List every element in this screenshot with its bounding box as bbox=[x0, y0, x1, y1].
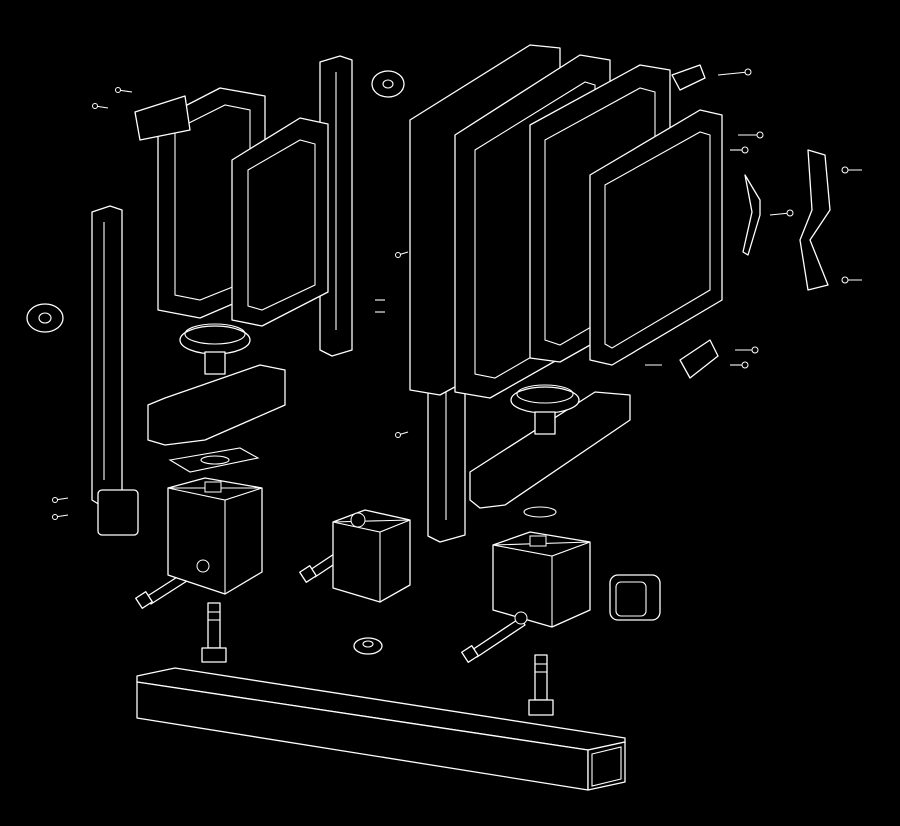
front-standard-base bbox=[147, 364, 286, 473]
ground-glass-frame bbox=[529, 64, 723, 366]
latch-plate bbox=[799, 149, 831, 291]
nut bbox=[353, 637, 383, 655]
bolt-right bbox=[528, 654, 554, 716]
rail-clamp-middle bbox=[332, 509, 411, 603]
knurled-knob-top bbox=[371, 70, 405, 98]
spring-clip bbox=[134, 95, 191, 141]
screws bbox=[52, 68, 862, 520]
rear-knob bbox=[510, 384, 580, 435]
front-post-left bbox=[91, 205, 139, 536]
rear-standard-base bbox=[469, 391, 631, 518]
front-lens-frame bbox=[157, 87, 329, 327]
locking-bolt-right bbox=[461, 617, 526, 663]
front-knob bbox=[179, 323, 251, 375]
knurled-knob-left bbox=[26, 303, 64, 333]
hinge-plate bbox=[671, 64, 719, 379]
rail-clamp-rear bbox=[492, 531, 591, 628]
rail-clamp-front bbox=[167, 477, 263, 595]
lever bbox=[742, 174, 761, 256]
end-cap bbox=[609, 574, 661, 621]
bolt-left bbox=[201, 602, 227, 663]
monorail bbox=[136, 667, 626, 791]
